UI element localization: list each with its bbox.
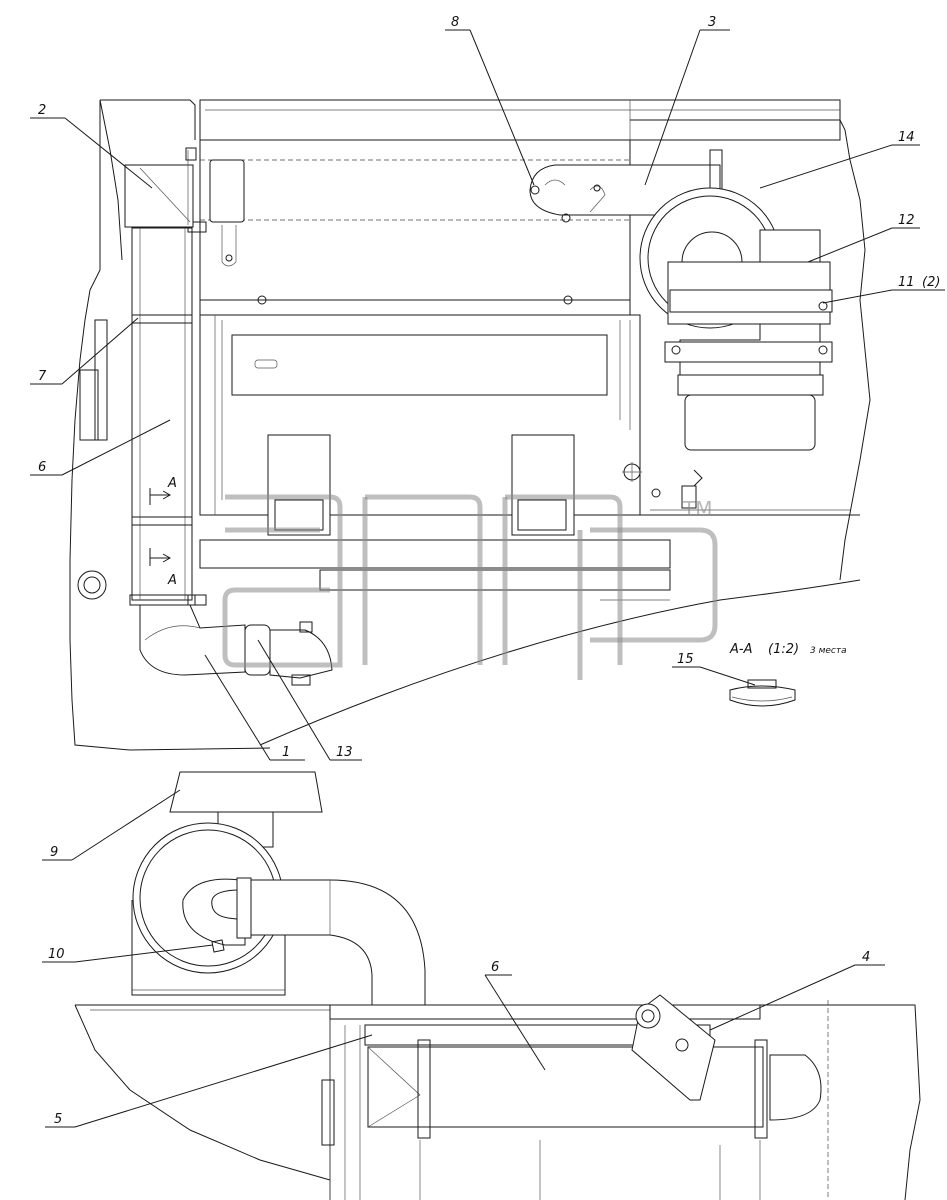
callout-4: 4 [862,950,870,965]
callout-13: 13 [336,745,353,760]
callout-7: 7 [38,369,47,384]
callout-15: 15 [677,652,694,667]
callout-14: 14 [898,130,915,145]
callout-3: 3 [708,15,716,30]
callout-5: 5 [54,1112,62,1127]
section-a-a-detail: A-A (1:2) 3 места [729,642,847,707]
callout-12: 12 [898,213,915,228]
section-marker-upper: A [167,476,177,491]
callout-8: 8 [451,15,459,30]
watermark-logo: TM [222,494,718,680]
top-view: A A [69,99,871,751]
section-marker-lower: A [167,573,177,588]
section-note: 3 места [810,646,847,656]
callout-6-bottom: 6 [491,960,499,975]
section-title: A-A [729,642,752,657]
callout-labels: 2 8 3 14 12 11 (2) 7 6 1 13 15 9 10 6 4 … [38,15,940,1127]
callout-2: 2 [38,103,46,118]
leader-lines [30,29,945,1128]
callout-11-quantity: (2) [922,275,940,290]
callout-11: 11 [898,275,915,290]
callout-9: 9 [50,845,58,860]
callout-1: 1 [282,745,290,760]
callout-10: 10 [48,947,65,962]
callout-6-top: 6 [38,460,46,475]
bottom-view [74,771,921,1200]
section-scale: (1:2) [768,642,799,657]
watermark-tm: TM [682,497,712,521]
